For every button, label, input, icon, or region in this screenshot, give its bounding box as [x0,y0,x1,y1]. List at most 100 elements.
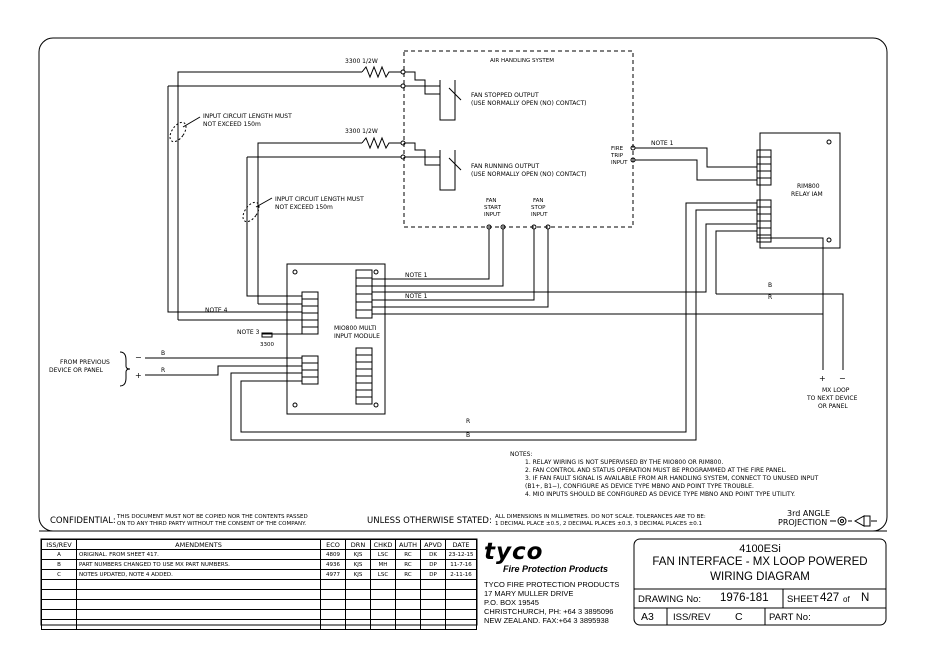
rim800-label-l1: RIM800 [797,183,820,190]
air-handling-system-box [403,50,634,228]
mio800-terminal-block-right-top [355,269,373,319]
cell: B [41,559,77,570]
mx-loop-plus: + [819,374,826,383]
terminal-top-1 [400,69,406,75]
projection-l1: 3rd ANGLE [787,509,830,518]
resistor-note3-label: 3300 [260,342,274,348]
mx-loop-l2: TO NEXT DEVICE [806,395,858,402]
cell: LSC [370,569,396,580]
note-line-1: 1. RELAY WIRING IS NOT SUPERVISED BY THE… [525,459,723,466]
col-date: DATE [445,539,477,550]
resistor-mid [361,136,401,150]
note-line-4: (B1+, B1−), CONFIGURE AS DEVICE TYPE MBN… [525,483,754,490]
cell: A [41,549,77,560]
unless-text-l1: ALL DIMENSIONS IN MILLIMETRES. DO NOT SC… [495,514,706,520]
cell: KJS [345,549,371,560]
mio800-terminal-block-right-bottom [355,347,373,405]
projection-l2: PROJECTION [778,518,827,527]
amendments-header-row: ISS/REV AMENDMENTS ECO DRN CHKD AUTH APV… [41,539,477,550]
fan-running-output-l2: (USE NORMALLY OPEN (NO) CONTACT) [471,171,586,178]
cell: DK [420,549,446,560]
terminal-top-2 [400,83,406,89]
resistor-label-top: 3300 1/2W [345,58,378,65]
contact-wire-mid [405,142,441,166]
drawing-no-label: DRAWING No: [638,594,701,605]
cell: KJS [345,559,371,570]
fan-start-l2: START [484,205,502,211]
resistor-label-mid: 3300 1/2W [345,128,378,135]
note-line-5: 4. MIO INPUTS SHOULD BE CONFIGURED AS DE… [525,491,795,498]
cell: 11-7-16 [445,559,477,570]
mount-hole [373,402,379,408]
mio800-label-l2: INPUT MODULE [334,333,380,340]
tyco-logo: tyco [484,539,544,565]
length-note-top-l2: NOT EXCEED 150m [203,121,261,128]
air-handling-title: AIR HANDLING SYSTEM [490,58,554,64]
sheet-no: 427 [820,592,840,604]
wire-fan-running-return [246,157,302,297]
table-row [41,579,477,590]
sheet-of-label: of [843,595,850,604]
mx-loop-l3: OR PANEL [818,403,848,410]
unless-label: UNLESS OTHERWISE STATED: [367,516,492,526]
mio800-module [286,263,386,415]
wire-fan-stop-2 [372,229,549,308]
cell: KJS [345,569,371,580]
contact-wire-mid-b [405,156,456,191]
table-row [41,609,477,620]
cell: 4936 [320,559,346,570]
wire-label-r-right: R [768,294,772,301]
part-no-label: PART No: [769,612,811,623]
fan-stop-l2: STOP [531,205,546,211]
rim800-module [759,132,841,249]
fire-trip-l1: FIRE [611,146,624,152]
drawing-title-l1: FAN INTERFACE - MX LOOP POWERED [652,556,868,568]
fan-stopped-output-l2: (USE NORMALLY OPEN (NO) CONTACT) [471,100,586,107]
length-note-top-l1: INPUT CIRCUIT LENGTH MUST [203,113,292,120]
wire-loop-r-rim [240,202,757,433]
table-row [41,619,477,630]
from-previous-plus: + [135,371,142,380]
from-previous-l1: FROM PREVIOUS [60,359,110,366]
col-iss-rev: ISS/REV [41,539,77,550]
cell: RC [395,549,421,560]
mx-loop-l1: MX LOOP [822,387,850,394]
note-3: NOTE 3 [237,329,260,336]
cell: 4977 [320,569,346,580]
confidential-label: CONFIDENTIAL: [50,516,116,526]
col-drn: DRN [345,539,371,550]
mount-hole [292,269,298,275]
title-frame [633,538,887,626]
wire-label-r-bottom: R [466,418,470,425]
address-line-1: TYCO FIRE PROTECTION PRODUCTS [484,580,620,589]
from-previous-brace [119,351,131,387]
wire-fire-trip-2 [635,159,757,181]
wire-label-b-right: B [768,282,772,289]
cell: DP [420,569,446,580]
paper-size: A3 [641,611,654,623]
resistor-note3 [261,332,273,338]
mount-hole [373,269,379,275]
address-line-5: NEW ZEALAND. FAX:+64 3 3895938 [484,616,609,625]
sheet-label: SHEET [787,594,819,605]
note-1-start: NOTE 1 [405,272,428,279]
sheet-of-value: N [861,592,870,604]
cell: C [41,569,77,580]
drawing-no: 1976-181 [720,592,769,604]
fan-stopped-output-l1: FAN STOPPED OUTPUT [471,92,539,99]
fan-start-l3: INPUT [484,212,501,218]
col-chkd: CHKD [370,539,396,550]
fan-running-output-l1: FAN RUNNING OUTPUT [471,163,540,170]
cell: NOTES UPDATED, NOTE 4 ADDED. [76,569,321,580]
fire-trip-l2: TRIP [610,153,624,159]
mount-hole [292,402,298,408]
length-note-mid-l1: INPUT CIRCUIT LENGTH MUST [275,196,364,203]
company-tagline: Fire Protection Products [503,564,609,574]
mx-loop-minus: − [839,374,846,383]
cell: ORIGINAL. FROM SHEET 417. [76,549,321,560]
mio800-terminal-block-loop [301,355,319,385]
contact-top-blade [448,87,462,101]
cell: MH [370,559,396,570]
